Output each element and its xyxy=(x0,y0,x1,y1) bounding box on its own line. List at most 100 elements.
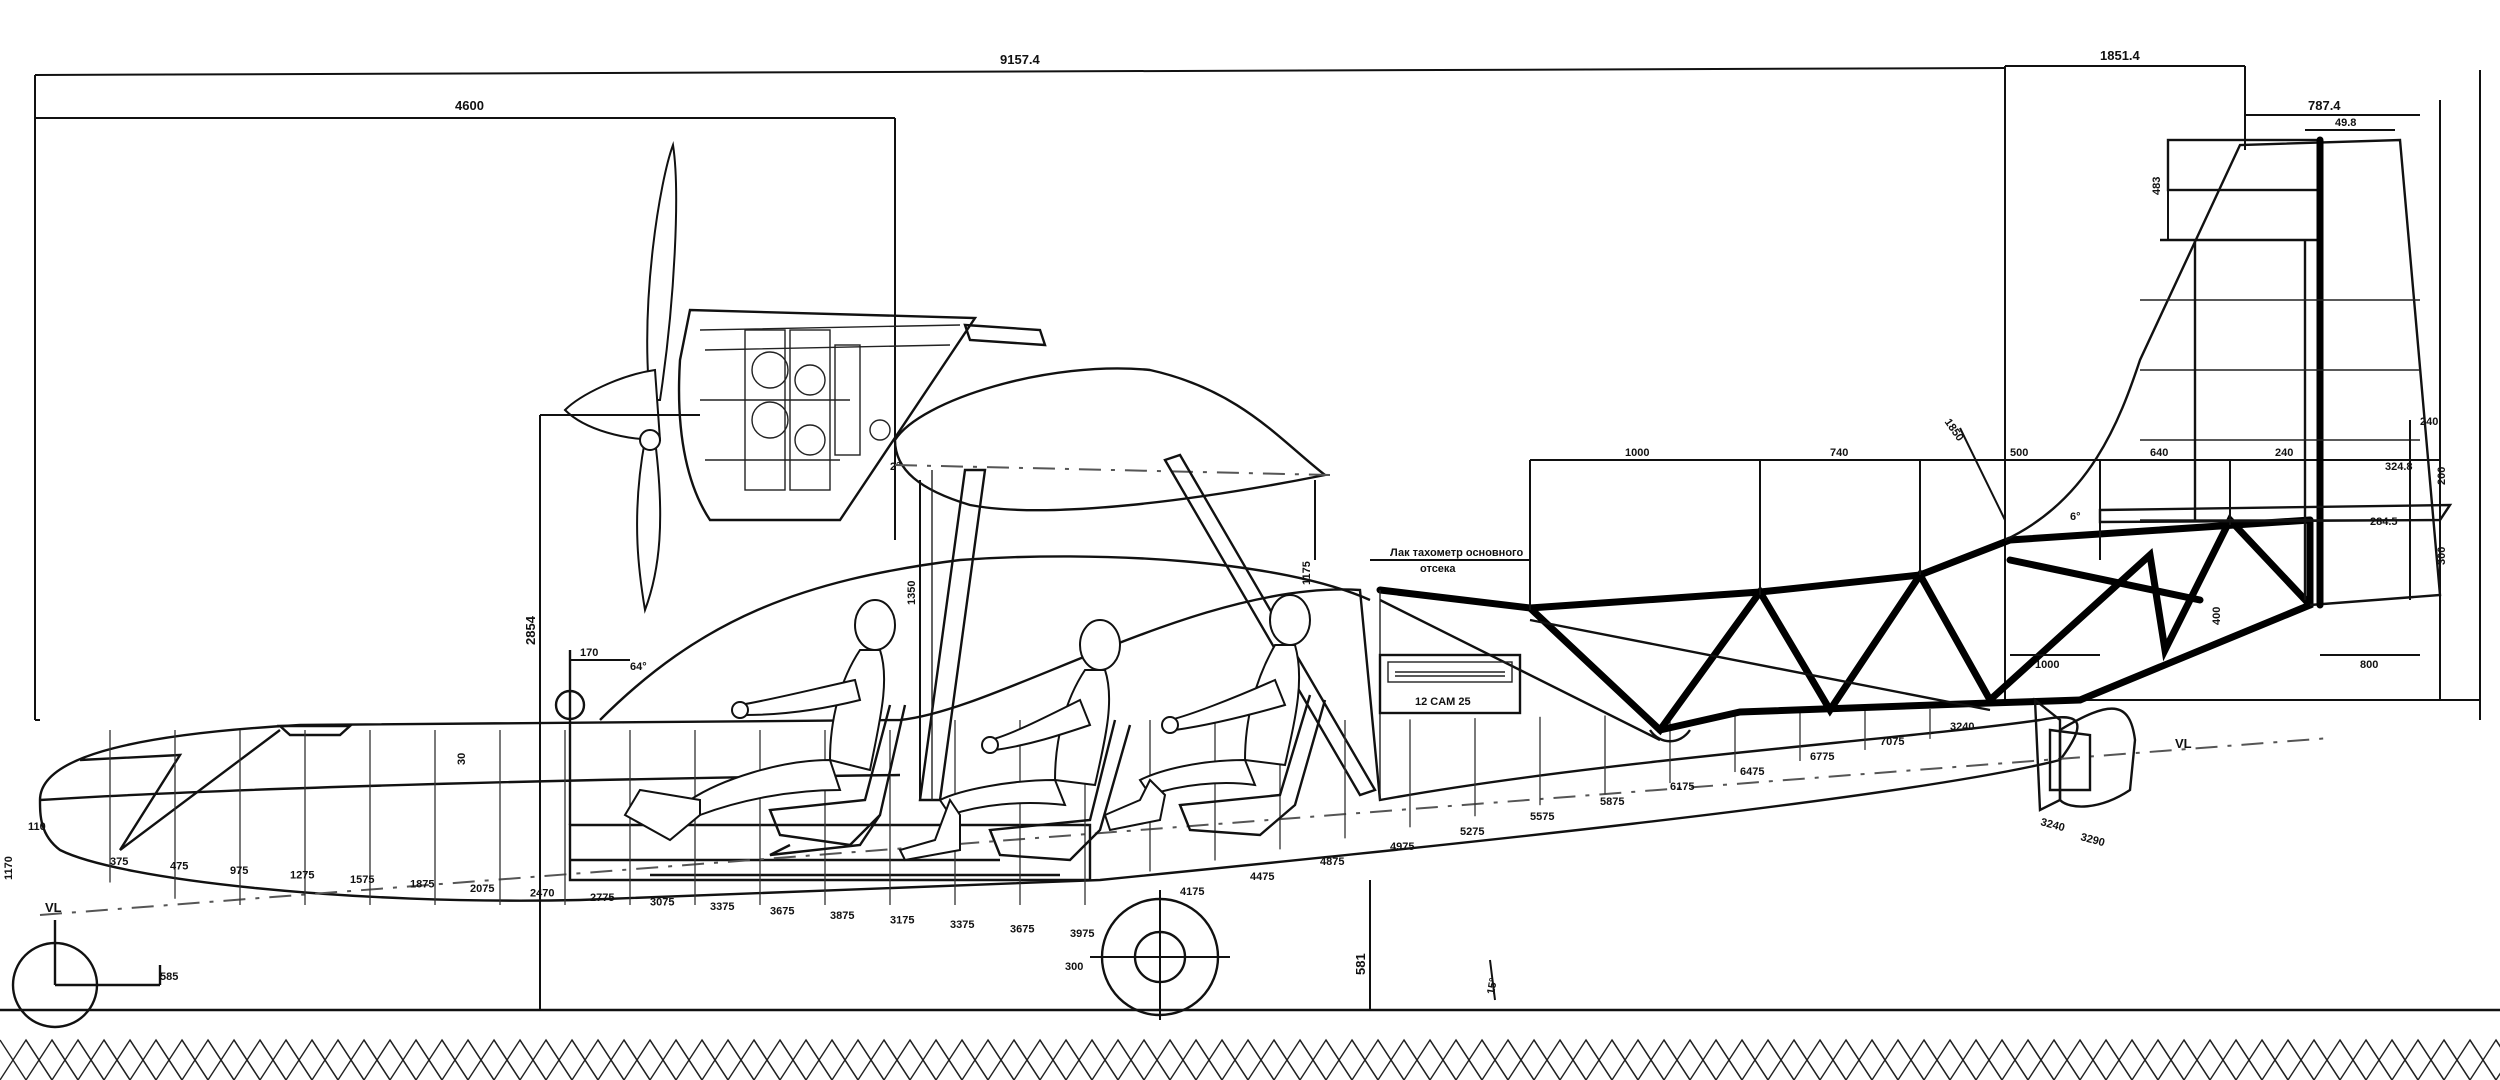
wheel-offset-label: 300 xyxy=(1065,961,1083,973)
wl-offset-label: 30 xyxy=(456,753,468,765)
hatch-mark xyxy=(259,1038,313,1080)
hatch-mark xyxy=(1793,1038,1847,1080)
hatch-mark xyxy=(1845,1038,1899,1080)
hatch-mark xyxy=(25,1038,79,1080)
hatch-mark xyxy=(571,1038,625,1080)
hatch-mark xyxy=(649,1038,703,1080)
wing-section-dimension: 4600 xyxy=(35,98,896,721)
hatch-mark xyxy=(103,1038,157,1080)
hatch-mark xyxy=(1403,1038,1457,1080)
hull-station-label: 6475 xyxy=(1740,766,1764,778)
hatch-mark xyxy=(2079,1038,2133,1080)
hatch-mark xyxy=(363,1038,417,1080)
hatch-mark xyxy=(441,1038,495,1080)
waterline-left: VL xyxy=(45,900,62,915)
hull-station-label: 7075 xyxy=(1880,736,1904,748)
hatch-mark xyxy=(779,1038,833,1080)
ground-clearance-label: 581 xyxy=(1353,953,1368,975)
hatch-mark xyxy=(935,1038,989,1080)
hatch-mark xyxy=(831,1038,885,1080)
hatch-mark xyxy=(181,1038,235,1080)
hatch-mark xyxy=(1481,1038,1535,1080)
vertical-fin: 483 240 200 300 400 284.5 324.8 6° xyxy=(2004,136,2453,625)
hull-frames xyxy=(109,709,1931,905)
strut-height-label: 1350 xyxy=(906,581,918,605)
tail-small-label-2: 324.8 xyxy=(2385,461,2413,473)
baggage-label: Лак тахометр основного xyxy=(1390,547,1523,559)
propeller xyxy=(563,141,678,614)
hatch-mark xyxy=(987,1038,1041,1080)
hatch-mark xyxy=(2365,1038,2419,1080)
hatch-mark xyxy=(2443,1038,2497,1080)
hatch-mark xyxy=(1949,1038,2003,1080)
hatch-mark xyxy=(1273,1038,1327,1080)
battery-label: 12 CAM 25 xyxy=(1415,696,1471,708)
hatch-mark xyxy=(805,1038,859,1080)
baggage-sub-label: отсека xyxy=(1420,563,1456,575)
nose-wheel: 585 xyxy=(11,920,178,1029)
hatch-mark xyxy=(1559,1038,1613,1080)
hatch-mark xyxy=(753,1038,807,1080)
hull-station-label: 3075 xyxy=(650,897,674,909)
hull-station-label: 2470 xyxy=(530,888,554,900)
hatch-mark xyxy=(129,1038,183,1080)
hatch-mark xyxy=(311,1038,365,1080)
hatch-mark xyxy=(1221,1038,1275,1080)
hatch-mark xyxy=(0,1038,53,1080)
waterline-right: VL xyxy=(2175,736,2192,751)
hull-station-label: 3240 xyxy=(1950,721,1974,733)
baggage-compartment: Лак тахометр основного отсека 12 CAM 25 xyxy=(1370,547,1530,715)
tail-vert-1: 240 xyxy=(2420,416,2438,428)
hatch-mark xyxy=(961,1038,1015,1080)
hatch-mark xyxy=(2027,1038,2081,1080)
hull-station-label: 1575 xyxy=(350,874,374,886)
boom-dim-3: 500 xyxy=(2010,447,2028,459)
fin-top-small-label: 49.8 xyxy=(2335,117,2356,129)
hatch-mark xyxy=(1299,1038,1353,1080)
hatch-mark xyxy=(1585,1038,1639,1080)
hatch-mark xyxy=(2391,1038,2445,1080)
rear-skid-label-2: 3290 xyxy=(2079,831,2106,849)
ground-hatching xyxy=(0,1008,2500,1080)
tail-top-dimension: 1851.4 787.4 49.8 xyxy=(2004,48,2481,720)
hatch-mark xyxy=(2053,1038,2107,1080)
hatch-mark xyxy=(1091,1038,1145,1080)
hatch-mark xyxy=(1819,1038,1873,1080)
fin-top-label: 787.4 xyxy=(2308,98,2341,113)
hatch-mark xyxy=(2339,1038,2393,1080)
hatch-mark xyxy=(2261,1038,2315,1080)
boom-dim-1: 1000 xyxy=(1625,447,1649,459)
hatch-mark xyxy=(233,1038,287,1080)
hatch-mark xyxy=(519,1038,573,1080)
height-total-label: 2854 xyxy=(523,615,538,645)
tail-vert-4: 400 xyxy=(2211,607,2223,625)
hatch-mark xyxy=(2287,1038,2341,1080)
hull-station-label: 3675 xyxy=(1010,924,1034,936)
hull-station-label: 4875 xyxy=(1320,856,1344,868)
hatch-mark xyxy=(2157,1038,2211,1080)
hatch-mark xyxy=(51,1038,105,1080)
tail-angle-label: 6° xyxy=(2070,511,2081,523)
hatch-mark xyxy=(285,1038,339,1080)
hatch-mark xyxy=(2209,1038,2263,1080)
hatch-mark xyxy=(1455,1038,1509,1080)
hatch-mark xyxy=(1767,1038,1821,1080)
overall-length-label: 9157.4 xyxy=(1000,52,1041,67)
hatch-mark xyxy=(2001,1038,2055,1080)
hull-station-label: 2075 xyxy=(470,883,494,895)
passenger-1-figure xyxy=(898,619,1132,862)
tail-vert-3: 300 xyxy=(2436,547,2448,565)
hatch-mark xyxy=(1975,1038,2029,1080)
hatch-mark xyxy=(857,1038,911,1080)
pilot-figure xyxy=(623,599,907,857)
hatch-mark xyxy=(1377,1038,1431,1080)
hull-station-label: 3875 xyxy=(830,910,854,922)
hatch-mark xyxy=(1923,1038,1977,1080)
hull-station-label: 3975 xyxy=(1070,928,1094,940)
hull-station-label: 5575 xyxy=(1530,811,1554,823)
seat-pitch-label: 170 xyxy=(580,647,598,659)
tail-bottom-1: 1000 xyxy=(2035,659,2059,671)
hull-station-label: 3175 xyxy=(890,915,914,927)
hull-station-label: 975 xyxy=(230,865,248,877)
